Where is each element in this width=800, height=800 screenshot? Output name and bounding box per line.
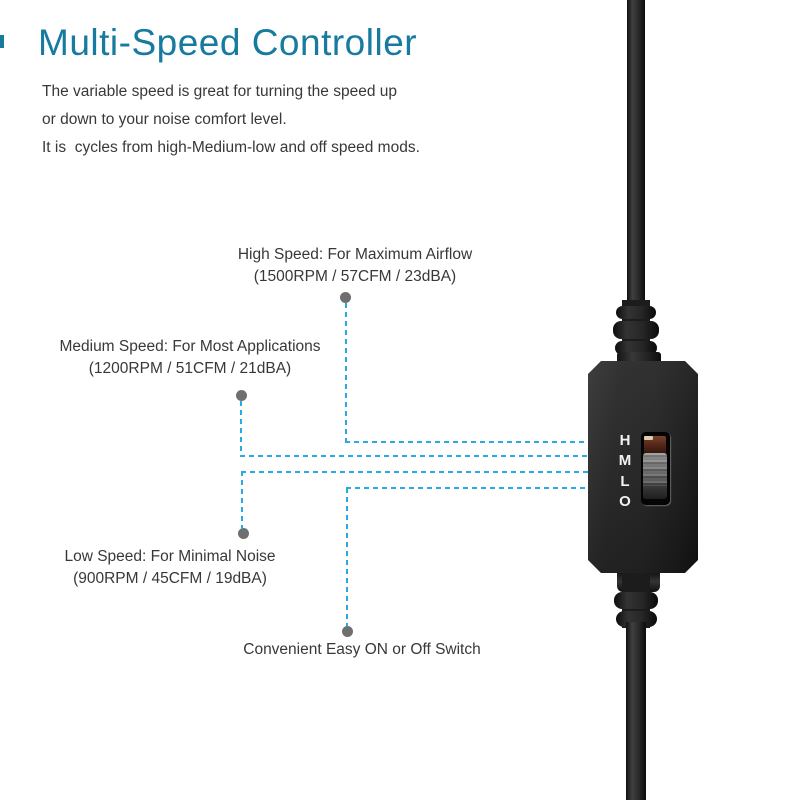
intro-line-3: It is cycles from high-Medium-low and of… (42, 139, 420, 156)
callout-dot-high-icon (340, 292, 351, 303)
position-label-off: O (619, 492, 631, 510)
callout-dot-medium-icon (236, 390, 247, 401)
callout-high-speed: High Speed: For Maximum Airflow (1500RPM… (225, 244, 485, 288)
speed-position-labels: H M L O (612, 433, 638, 509)
controller-top-collar (617, 352, 661, 362)
callout-low-label: Low Speed: For Minimal Noise (64, 548, 276, 565)
callout-low-specs: (900RPM / 45CFM / 19dBA) (73, 570, 267, 587)
strain-relief-top-rib (613, 321, 659, 339)
slider-knob (643, 453, 667, 499)
cable-top (627, 0, 645, 310)
accent-square (0, 35, 4, 48)
position-label-medium: M (618, 452, 632, 470)
leader-line-low-vertical (241, 471, 243, 529)
callout-on-off-switch: Convenient Easy ON or Off Switch (237, 639, 487, 661)
strain-relief-top-rib (616, 306, 656, 319)
callout-dot-switch-icon (342, 626, 353, 637)
slider-knob-base (643, 486, 667, 499)
strain-relief-top-rib (615, 341, 657, 355)
callout-medium-label: Medium Speed: For Most Applications (59, 338, 321, 355)
callout-high-specs: (1500RPM / 57CFM / 23dBA) (253, 268, 457, 285)
position-label-low: L (620, 472, 630, 490)
slider-knob-ridges (643, 453, 667, 486)
slider-track-window (644, 436, 666, 454)
callout-switch-label: Convenient Easy ON or Off Switch (243, 641, 481, 658)
cable-bottom (626, 622, 646, 800)
slider-switch (641, 432, 670, 505)
leader-line-high-horizontal (345, 441, 590, 443)
page-title: Multi-Speed Controller (38, 22, 418, 63)
intro-line-1: The variable speed is great for turning … (42, 83, 398, 100)
callout-low-speed: Low Speed: For Minimal Noise (900RPM / 4… (50, 546, 290, 590)
slider-track-highlight (644, 436, 653, 440)
leader-line-medium-vertical (240, 401, 242, 456)
leader-line-switch-vertical (346, 488, 348, 626)
position-label-high: H (619, 432, 631, 449)
strain-relief-bottom-rib (614, 592, 658, 609)
callout-medium-specs: (1200RPM / 51CFM / 21dBA) (88, 360, 292, 377)
leader-line-switch-horizontal (346, 487, 590, 489)
intro-paragraph: The variable speed is great for turning … (42, 78, 420, 162)
intro-line-2: or down to your noise comfort level. (42, 111, 287, 128)
leader-line-medium-horizontal (240, 455, 590, 457)
callout-dot-low-icon (238, 528, 249, 539)
callout-high-label: High Speed: For Maximum Airflow (237, 246, 473, 263)
leader-line-low-horizontal (241, 471, 590, 473)
callout-medium-speed: Medium Speed: For Most Applications (120… (55, 336, 325, 380)
leader-line-high-vertical (345, 303, 347, 443)
